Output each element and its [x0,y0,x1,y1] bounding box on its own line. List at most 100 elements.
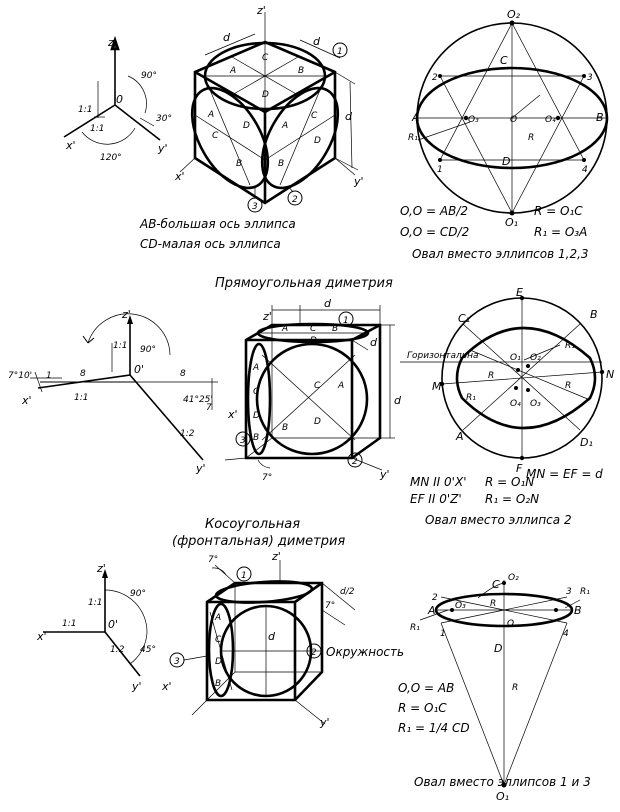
obl-oval-point-1: 1 [440,629,446,639]
dim-oval-construction: E B C₁ Горизонтальна O₁ O₂ R₁ M R N R R₁… [400,286,614,475]
iso-angle-120: 120° [100,153,122,163]
dim-eight-left: 8 [80,369,86,379]
obl-axis-z-label: z' [96,562,106,575]
obl-oval-O2: O₂ [508,573,519,583]
dim-cube-d-top: d [324,297,332,310]
iso-oval-O: O [510,115,517,125]
dim-oval-R-b: R [565,381,571,391]
dim-axes-figure: z' x' y' 0' 7°10' 90° 41°25' 8 8 1 7 1:1… [8,308,218,475]
iso-cube-y-label: y' [353,175,364,188]
dim-formula-3: R = O₁N [485,475,534,489]
dim-cube-marker-3: 3 [240,436,246,446]
iso-axis-x-label: x' [65,139,76,152]
iso-axis-y-label: y' [157,142,168,155]
dim-seven: 7 [206,403,212,413]
dim-angle-41: 41°25' [183,395,213,405]
dim-cube-top-A: A [281,324,288,334]
dim-cube-d-side: d [394,394,402,407]
iso-axis-z-label: z' [107,36,117,49]
dim-cube-marker-1: 1 [343,316,349,326]
obl-cube-angle-right: 7° [325,601,335,611]
dim-angle-90: 90° [140,345,156,355]
dim-one-left: 1 [46,371,52,381]
obl-cube-x-label: x' [161,680,172,693]
obl-formula-1: O,O = AB [398,681,454,695]
iso-origin-label: 0 [116,93,123,106]
dim-cube-angle: 7° [262,473,272,483]
iso-cube-marker-3: 3 [252,202,258,212]
dim-cube-left-A: A [252,363,259,373]
dim-oval-C1: C₁ [458,312,470,325]
obl-oval-B: B [574,604,582,617]
dim-oval-O3: O₃ [530,399,541,409]
dim-oval-A: A [455,430,464,443]
iso-oval-C: C [500,54,508,67]
obl-cube-y-label: y' [319,716,330,729]
dim-oval-M: M [432,380,442,393]
iso-cube-left-D: D [243,121,250,131]
dim-cube-front-B: B [282,423,288,433]
obl-oval-O3: O₃ [455,601,466,611]
iso-oval-O1: O₁ [505,216,518,229]
iso-formula-3: R = O₁C [534,204,583,218]
obl-cube-marker-2: 2 [311,648,317,658]
dim-cube-left-B: B [253,433,259,443]
iso-oval-R1: R₁ [408,133,418,143]
obl-cube-left-B: B [215,679,221,689]
dim-cube-marker-2: 2 [352,457,358,467]
iso-scale-z: 1:1 [78,105,92,115]
obl-formula-3: R₁ = 1/4 CD [398,721,470,735]
iso-cube-left-A: A [207,110,214,120]
dim-oval-O1: O₁ [510,353,521,363]
dim-oval-R-a: R [488,371,494,381]
obl-axes-figure: z' x' y' 0' 1:1 1:1 1:2 90° 45° [36,562,156,693]
dim-oval-F: F [516,462,523,475]
iso-cube-figure: z' x' y' d d d 1 2 3 A C B D A C D B A C… [174,4,364,213]
obl-cube-left-C: C [215,635,222,645]
dim-cube-left-D: D [253,411,260,421]
dim-oval-O2: O₂ [530,353,541,363]
iso-formula-1: O,O = AB/2 [400,204,468,218]
obl-cube-angle-top: 7° [208,555,218,565]
obl-angle-45: 45° [140,645,156,655]
iso-cube-top-C: C [262,53,269,63]
iso-oval-point-2: 2 [432,73,438,83]
obl-oval-point-4: 4 [563,629,569,639]
obl-oval-point-3: 3 [566,587,572,597]
obl-oval-C: C [492,578,500,591]
dim-formula-2: MN II 0'X' [410,475,467,489]
obl-oval-D: D [494,642,502,655]
iso-cube-z-label: z' [256,4,266,17]
oblique-heading-line-2: (фронтальная) диметрия [172,534,345,549]
dim-cube-front-C: C [314,381,321,391]
iso-cube-marker-2: 2 [292,195,298,205]
iso-oval-O3: O₃ [468,115,479,125]
dim-cube-top-B: B [332,324,338,334]
dim-axis-z-label: z' [121,308,131,321]
iso-oval-O2: O₂ [507,8,521,21]
iso-angle-30: 30° [156,114,172,124]
iso-cube-top-D: D [262,90,269,100]
iso-oval-caption: Овал вместо эллипсов 1,2,3 [412,247,589,261]
iso-cube-d-top: d [223,31,231,44]
iso-cube-top-B: B [298,66,304,76]
dim-cube-top-C: C [310,324,317,334]
obl-oval-R2: R [512,683,518,693]
iso-oval-point-4: 4 [582,165,588,175]
obl-origin-label: 0' [108,618,118,631]
dim-scale-z: 1:1 [113,341,127,351]
dim-cube-z-label: z' [262,310,272,323]
dim-formula-4: EF II 0'Z' [410,492,462,506]
obl-oval-construction: C O₂ 3 R₁ 2 A O₃ R B R₁ 1 O 4 D R O₁ [410,573,590,803]
dimetric-heading: Прямоугольная диметрия [215,276,393,291]
iso-angle-90: 90° [141,71,157,81]
obl-cube-marker-1: 1 [241,571,247,581]
dim-formula-5: R₁ = O₂N [485,492,539,506]
obl-oval-caption: Овал вместо эллипсов 1 и 3 [414,775,591,789]
dim-formula-1: MN = EF = d [526,467,603,481]
iso-oval-D: D [502,155,510,168]
iso-cube-right-B: B [278,159,284,169]
obl-scale-x: 1:1 [62,619,76,629]
